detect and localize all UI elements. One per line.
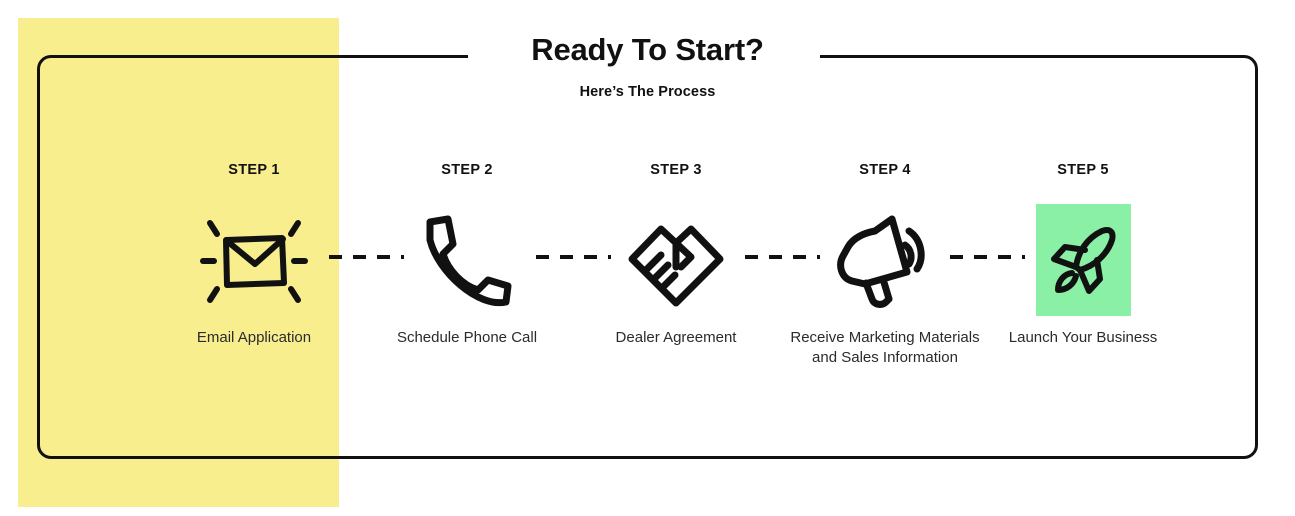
title-border-gap <box>468 44 820 68</box>
envelope-shine-icon <box>198 207 310 313</box>
step-1-caption: Email Application <box>196 329 312 346</box>
step-item-5: STEP 5 Launch Your Business <box>988 160 1178 348</box>
step-5-caption: Launch Your Business <box>1008 329 1158 346</box>
header: Ready To Start? Here’s The Process <box>0 30 1295 102</box>
page-subtitle: Here’s The Process <box>579 84 716 100</box>
step-3-caption: Dealer Agreement <box>615 329 737 346</box>
step-5-icon-slot <box>988 197 1178 322</box>
step-item-4: STEP 4 Receive Marketing Materials and S… <box>782 160 988 367</box>
step-2-icon-slot <box>364 197 570 322</box>
step-3-label: STEP 3 <box>650 162 702 178</box>
rocket-icon <box>1045 221 1121 299</box>
connector-step-1-2 <box>329 255 404 259</box>
step-5-label: STEP 5 <box>1057 162 1109 178</box>
connector-step-4-5 <box>950 255 1025 259</box>
step-2-label: STEP 2 <box>441 162 493 178</box>
step-1-label: STEP 1 <box>228 162 280 178</box>
megaphone-icon <box>833 209 937 311</box>
step-item-3: STEP 3 Dealer Agreement <box>570 160 782 348</box>
steps-row: STEP 1 Email Application STEP 2 <box>37 160 1258 400</box>
step-5-highlight-block <box>1035 203 1131 316</box>
handshake-icon <box>625 210 727 310</box>
connector-step-2-3 <box>536 255 611 259</box>
step-1-icon-slot <box>144 197 364 322</box>
step-item-2: STEP 2 Schedule Phone Call <box>364 160 570 348</box>
step-4-icon-slot <box>782 197 988 322</box>
step-2-caption: Schedule Phone Call <box>396 329 538 346</box>
page-title: Ready To Start? <box>531 32 764 67</box>
step-3-icon-slot <box>570 197 782 322</box>
step-4-label: STEP 4 <box>859 162 911 178</box>
step-4-caption: Receive Marketing Materials and Sales In… <box>790 329 980 366</box>
step-item-1: STEP 1 Email Application <box>144 160 364 348</box>
phone-handset-icon <box>418 210 516 310</box>
connector-step-3-4 <box>745 255 820 259</box>
